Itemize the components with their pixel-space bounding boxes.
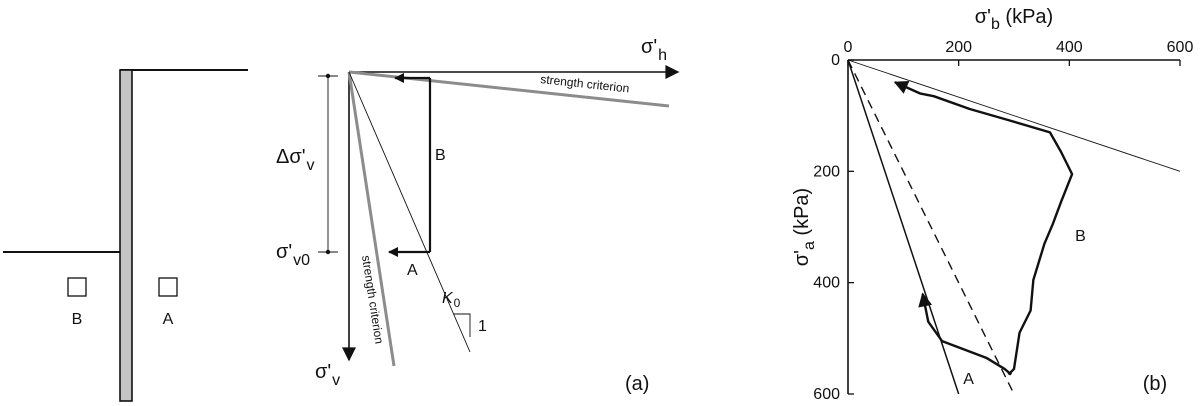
x-tick-label: 0 [844,39,853,56]
x-tick-label: 400 [1056,39,1083,56]
x-axis-title: σ'b (kPa) [975,6,1053,33]
series-path-a [918,292,1013,376]
slope-unit-label: 1 [478,318,487,335]
delta-dimension-dot-top [325,73,331,79]
panel-a-label: (a) [625,373,649,395]
series-label-a: A [963,371,974,388]
retaining-wall [119,69,133,402]
initial-stress-label: σ'v0 [276,241,310,269]
path-a-label: A [407,262,418,279]
element-b-marker [67,277,87,297]
stress-path-diagram: σ'h σ'v Δσ'v σ'v0 strength criterion str… [276,36,680,395]
strength-criterion-line-lower [347,71,396,367]
reference-line-solid [847,59,960,395]
element-b-label: B [72,311,83,328]
panel-b-label: (b) [1143,373,1167,395]
k0-line [348,71,471,353]
y-tick-label: 0 [831,52,840,69]
y-tick-label: 400 [813,275,840,292]
delta-dimension-dot-bottom [325,249,331,255]
element-a-label: A [163,311,174,328]
series-path-b [893,81,1074,376]
y-axis-title: σ'a (kPa) [791,188,818,266]
strength-criterion-label-left: strength criterion [359,254,386,344]
x-tick-label: 600 [1167,39,1194,56]
reference-line-dashed [847,59,1015,395]
x-tick-label: 200 [945,39,972,56]
element-a-marker [158,277,178,297]
k0-label: K0 [442,290,461,310]
reference-line-thin [847,59,1181,172]
delta-sigma-label: Δσ'v [276,146,315,174]
k0-slope-triangle [454,313,471,337]
retaining-wall-sketch: B A [3,69,248,402]
path-b-label: B [435,147,446,164]
horizontal-axis-label: σ'h [641,36,667,64]
y-tick-label: 600 [813,386,840,403]
vertical-axis-label: σ'v [315,361,340,389]
y-tick-label: 200 [813,163,840,180]
strength-criterion-label-top: strength criterion [540,72,630,95]
stress-path-chart: 0 200 400 600 0 200 400 600 σ'b (kPa) σ'a (kPa) A B… [791,6,1193,403]
series-label-b: B [1075,228,1086,245]
